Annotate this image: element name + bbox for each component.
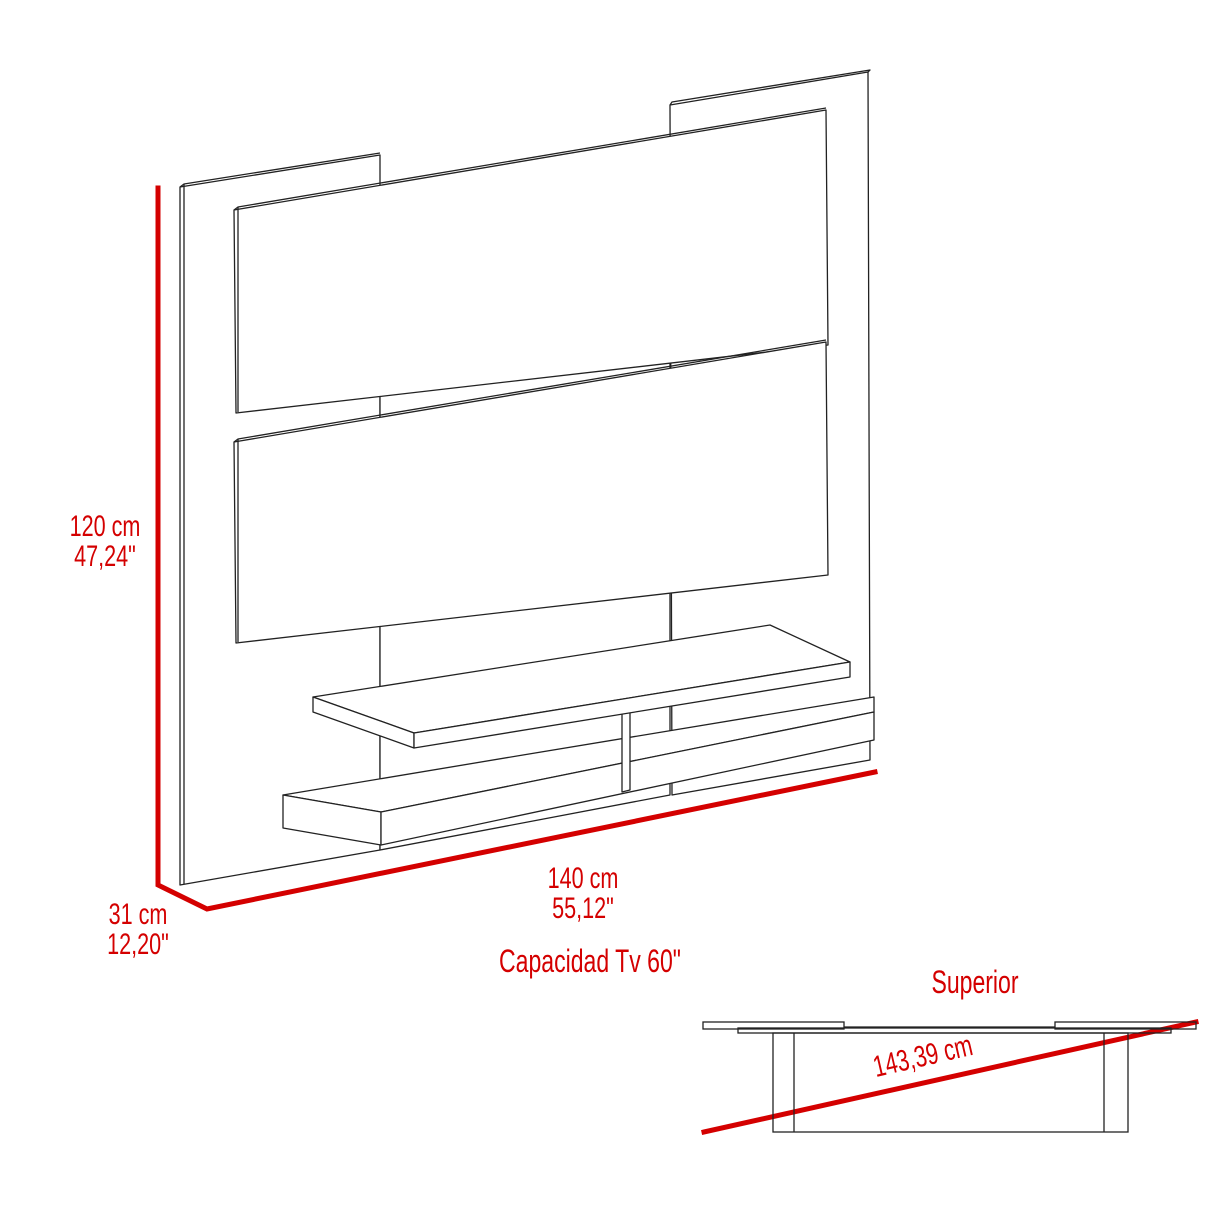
width-label: 140 cm 55,12"	[533, 864, 634, 924]
height-cm: 120 cm	[69, 510, 141, 543]
diagonal-dimension-line	[701, 1019, 1199, 1135]
height-label: 120 cm 47,24"	[58, 512, 152, 572]
height-dimension-line	[155, 185, 878, 912]
depth-cm: 31 cm	[108, 898, 168, 931]
top-board	[233, 109, 829, 414]
top-view-panel-right	[1054, 1021, 1197, 1030]
width-cm: 140 cm	[547, 862, 619, 895]
top-view-shelf	[772, 1032, 1129, 1133]
height-inch: 47,24"	[74, 540, 136, 573]
top-view-title: Superior	[931, 964, 1019, 1000]
shelf-divider	[621, 709, 631, 793]
tv-capacity-label: Capacidad Tv 60"	[499, 943, 681, 979]
top-view-panel-left	[702, 1021, 845, 1030]
depth-label: 31 cm 12,20"	[95, 900, 181, 960]
width-inch: 55,12"	[552, 892, 614, 925]
middle-board	[233, 341, 829, 644]
depth-inch: 12,20"	[107, 928, 169, 961]
